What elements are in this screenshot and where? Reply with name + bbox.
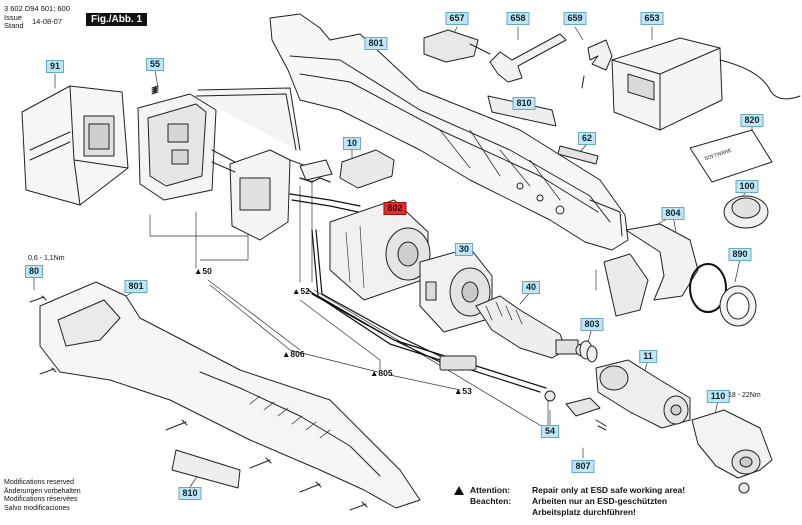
callout-810-bottom[interactable]: 810 — [178, 487, 202, 500]
callout-55[interactable]: 55 — [145, 58, 165, 71]
label-810-bottom — [171, 449, 241, 489]
wrench-658 — [489, 33, 567, 83]
housing-half-bottom-801 — [39, 281, 421, 509]
angle-head-110 — [691, 409, 773, 494]
led-tip-54 — [544, 390, 556, 402]
modifications-line-en: Modifications reserved — [4, 479, 75, 486]
electronics-module — [137, 87, 307, 241]
callout-807[interactable]: 807 — [571, 460, 595, 473]
issue-date: 14-08-07 — [32, 17, 63, 26]
small-part-657 — [423, 29, 491, 63]
beachten-text: Arbeiten nur an ESD-geschützten — [532, 496, 668, 506]
callout-11[interactable]: 11 — [639, 350, 657, 363]
shell-804 — [603, 223, 699, 317]
torque-note-clutch: 0,6 - 1,1Nm — [28, 255, 65, 262]
set-mark-52[interactable]: ▲52 — [292, 286, 310, 296]
screws — [29, 295, 368, 511]
set-mark-53[interactable]: ▲53 — [454, 386, 472, 396]
part-number: 3 602 D94 601; 600 — [4, 4, 70, 13]
clip-659 — [581, 39, 613, 89]
part-10 — [339, 149, 395, 189]
callout-804[interactable]: 804 — [661, 207, 685, 220]
modifications-line-fr: Modifications réservées — [4, 496, 78, 504]
ring-890 — [719, 285, 757, 327]
callout-80[interactable]: 80 — [24, 265, 44, 278]
callout-657[interactable]: 657 — [445, 12, 469, 25]
callout-890[interactable]: 890 — [728, 248, 752, 261]
callout-30[interactable]: 30 — [454, 243, 474, 256]
callout-658[interactable]: 658 — [506, 12, 530, 25]
attention-text: Repair only at ESD safe working area! — [532, 485, 686, 495]
callout-54[interactable]: 54 — [540, 425, 560, 438]
warning-triangle-icon — [454, 486, 464, 495]
callout-110[interactable]: 110 — [706, 390, 730, 403]
set-mark-805-label: 805 — [378, 368, 393, 378]
set-mark-805[interactable]: ▲805 — [370, 368, 393, 378]
battery-pack-91 — [21, 85, 129, 206]
modifications-notice: Modifications reserved Änderungen vorbeh… — [4, 479, 81, 513]
modifications-line-es: Salvo modificaciones — [4, 504, 70, 512]
washer-stack-803 — [579, 340, 598, 363]
gearbox-30 — [419, 247, 493, 333]
clip-807 — [565, 397, 607, 431]
callout-801-bottom[interactable]: 801 — [124, 280, 148, 293]
figure-label: Fig./Abb. 1 — [86, 13, 148, 26]
cap-100 — [723, 195, 769, 229]
motor-802 — [329, 199, 431, 301]
set-mark-806[interactable]: ▲806 — [282, 349, 305, 359]
callout-10[interactable]: 10 — [342, 137, 362, 150]
beachten-text-continued: Arbeitsplatz durchführen! — [532, 507, 636, 517]
plug-connector — [439, 355, 477, 371]
set-mark-53-label: 53 — [462, 386, 472, 396]
callout-40[interactable]: 40 — [521, 281, 541, 294]
part-62 — [557, 145, 599, 165]
callout-100[interactable]: 100 — [735, 180, 759, 193]
connector-plate — [299, 159, 333, 181]
stand-label: Stand — [4, 21, 24, 30]
callout-653[interactable]: 653 — [640, 12, 664, 25]
spring-55 — [151, 85, 159, 95]
callout-659[interactable]: 659 — [563, 12, 587, 25]
wiring-harness — [289, 177, 547, 393]
charger-653 — [611, 37, 801, 131]
set-mark-50-label: 50 — [202, 266, 212, 276]
callout-803[interactable]: 803 — [580, 318, 604, 331]
beachten-label: Beachten: — [470, 496, 512, 506]
set-mark-50[interactable]: ▲50 — [194, 266, 212, 276]
torque-note-angle-head: 18 - 22Nm — [728, 392, 761, 399]
callout-91[interactable]: 91 — [45, 60, 65, 73]
callout-810-top[interactable]: 810 — [512, 97, 536, 110]
software-card-820 — [689, 129, 773, 183]
issue-label: Issue — [4, 13, 22, 22]
set-mark-806-label: 806 — [290, 349, 305, 359]
modifications-line-de: Änderungen vorbehalten — [4, 487, 81, 495]
nose-assembly-11 — [595, 359, 691, 429]
o-ring-890 — [689, 263, 727, 313]
callout-801-top[interactable]: 801 — [364, 37, 388, 50]
callout-820[interactable]: 820 — [740, 114, 764, 127]
callout-62[interactable]: 62 — [577, 132, 597, 145]
set-mark-52-label: 52 — [300, 286, 310, 296]
callout-802-highlighted[interactable]: 802 — [383, 202, 407, 215]
esd-warning: Attention: Repair only at ESD safe workin… — [454, 485, 756, 518]
clutch-shaft-40 — [475, 295, 589, 359]
housing-half-top-801 — [269, 13, 629, 251]
attention-label: Attention: — [470, 485, 511, 495]
